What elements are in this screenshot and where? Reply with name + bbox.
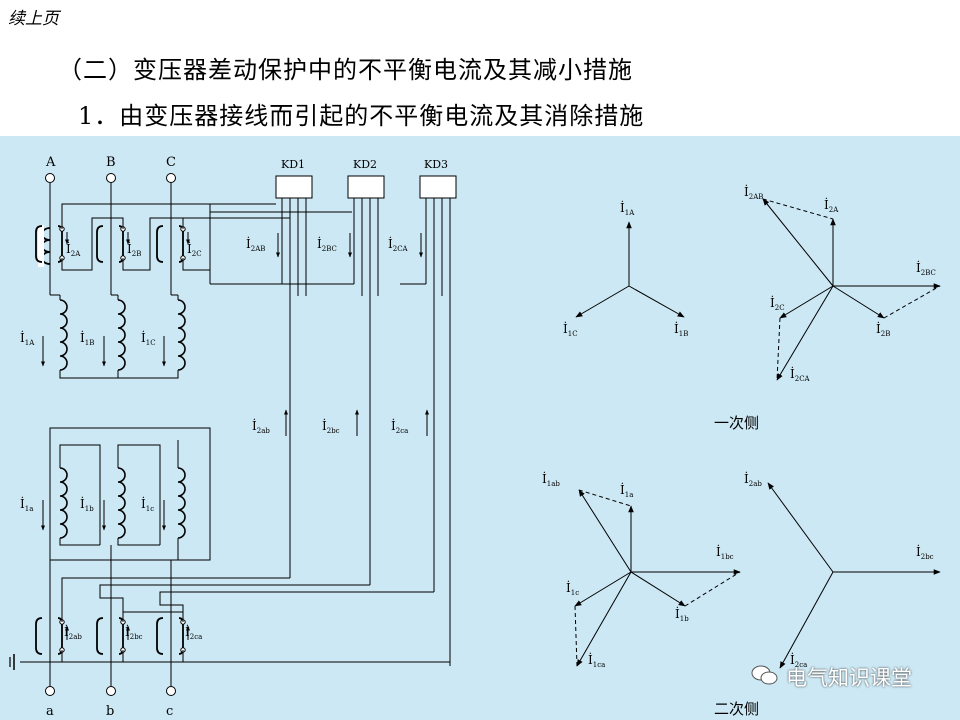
primary-side-label: 一次侧	[714, 414, 759, 432]
svg-text:İ2ca: İ2ca	[185, 624, 202, 641]
label-relay-KD3: KD3	[424, 158, 448, 171]
svg-text:İ2CA: İ2CA	[790, 366, 811, 383]
winding-secondary-c	[177, 467, 186, 539]
ct-primary-C	[156, 225, 184, 263]
terminal-a	[45, 686, 55, 696]
relay-KD3	[419, 175, 457, 199]
svg-text:İ1A: İ1A	[620, 200, 635, 217]
svg-text:İ1b: İ1b	[675, 606, 689, 623]
svg-text:İ1C: İ1C	[563, 321, 578, 338]
label-terminal-c: c	[166, 704, 173, 719]
svg-text:İ1C: İ1C	[141, 330, 156, 347]
ct-primary-B	[96, 225, 124, 263]
svg-text:İ2BC: İ2BC	[317, 236, 337, 253]
ct-primary-A	[35, 225, 63, 267]
ct-secondary-a	[35, 617, 63, 655]
relay-KD1	[275, 175, 313, 199]
svg-text:İ1ab: İ1ab	[542, 471, 560, 488]
subsection-title: 1．由变压器接线而引起的不平衡电流及其消除措施	[78, 102, 645, 130]
continued-label: 续上页	[8, 9, 59, 29]
terminal-c	[166, 686, 176, 696]
svg-text:İ2ab: İ2ab	[64, 624, 82, 641]
winding-secondary-a	[59, 467, 68, 539]
svg-text:İ2bc: İ2bc	[322, 418, 340, 435]
winding-secondary-b	[117, 467, 126, 539]
wechat-icon	[751, 665, 778, 685]
section-title: （二）变压器差动保护中的不平衡电流及其减小措施	[58, 56, 633, 84]
terminal-b	[106, 686, 116, 696]
relay-KD2	[347, 175, 385, 199]
svg-text:İ1B: İ1B	[674, 321, 688, 338]
label-terminal-a: a	[46, 704, 54, 719]
svg-text:İ2bc: İ2bc	[125, 624, 143, 641]
winding-primary-A	[59, 299, 68, 371]
svg-text:İ2AB: İ2AB	[744, 184, 763, 201]
watermark-text: 电气知识课堂	[786, 666, 912, 690]
svg-text:İ1A: İ1A	[20, 330, 35, 347]
svg-text:İ2A: İ2A	[824, 197, 839, 214]
svg-text:İ2BC: İ2BC	[916, 260, 936, 277]
svg-text:İ2bc: İ2bc	[916, 544, 934, 561]
svg-text:İ1a: İ1a	[20, 496, 33, 513]
svg-text:İ2CA: İ2CA	[388, 236, 409, 253]
winding-primary-C	[177, 299, 186, 371]
label-terminal-B: B	[106, 155, 116, 170]
terminal-C	[166, 173, 176, 183]
svg-text:İ1b: İ1b	[80, 496, 94, 513]
svg-text:İ1bc: İ1bc	[716, 544, 734, 561]
svg-text:İ2C: İ2C	[770, 295, 785, 312]
svg-text:İ1c: İ1c	[566, 580, 579, 597]
winding-primary-B	[117, 299, 126, 371]
label-terminal-b: b	[106, 704, 114, 719]
svg-text:İ2B: İ2B	[876, 321, 890, 338]
svg-text:İ2ab: İ2ab	[744, 471, 762, 488]
svg-text:İ2AB: İ2AB	[246, 236, 265, 253]
label-relay-KD2: KD2	[353, 158, 377, 171]
svg-text:İ2B: İ2B	[127, 241, 141, 258]
label-terminal-C: C	[166, 155, 176, 170]
svg-text:İ2ca: İ2ca	[391, 418, 408, 435]
secondary-side-label: 二次侧	[714, 700, 759, 718]
label-terminal-A: A	[45, 155, 56, 170]
svg-text:İ1B: İ1B	[80, 330, 94, 347]
svg-text:İ2ab: İ2ab	[252, 418, 270, 435]
svg-text:İ1a: İ1a	[620, 482, 633, 499]
ct-secondary-b	[96, 617, 124, 655]
terminal-B	[106, 173, 116, 183]
terminal-A	[45, 173, 55, 183]
svg-text:İ1c: İ1c	[141, 496, 154, 513]
svg-text:İ2A: İ2A	[66, 241, 81, 258]
svg-text:İ1ca: İ1ca	[588, 652, 605, 669]
ct-secondary-c	[156, 617, 184, 655]
svg-text:İ2C: İ2C	[187, 241, 202, 258]
label-relay-KD1: KD1	[281, 158, 305, 171]
